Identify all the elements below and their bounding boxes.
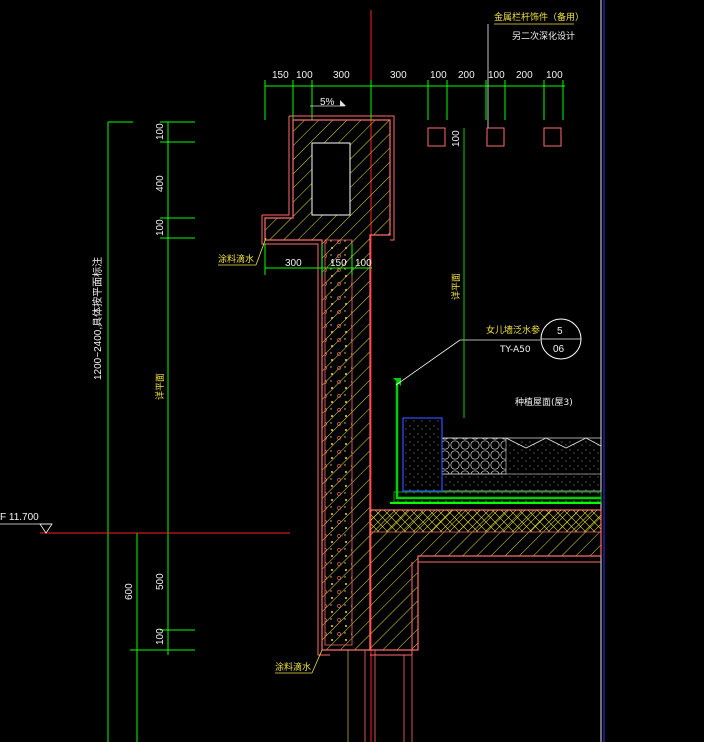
drainage-box <box>402 417 443 492</box>
drip-note-top: 涂料滴水 <box>218 237 267 266</box>
metal-rail-note: 金属栏杆饰件（备用） 另二次深化设计 <box>487 11 584 128</box>
waterproof-label: 女儿墙泛水参 <box>486 324 540 336</box>
top-dim-label: 200 <box>516 70 533 81</box>
detail-number: 5 <box>557 326 563 337</box>
top-dim-label: 300 <box>390 70 407 81</box>
left-dim-label: 100 <box>155 123 166 140</box>
gutter-dim-label: 150 <box>330 258 347 269</box>
top-dim-label: 300 <box>333 70 350 81</box>
top-dim-label: 100 <box>546 70 563 81</box>
left-dim-label: 400 <box>155 175 166 192</box>
top-dim-label: 100 <box>430 70 447 81</box>
gutter-dimension-chain: 300 150 100 <box>264 244 372 275</box>
planted-roof-layers <box>390 378 602 504</box>
drip-note-bottom: 涂料滴水 <box>275 649 323 674</box>
gutter-dim-label: 300 <box>285 258 302 269</box>
border-lines <box>600 0 605 742</box>
metal-rail-sub-label: 另二次深化设计 <box>512 30 575 42</box>
left-dimension-chain: 100 400 100 500 100 600 1200~2400,具体按平面标… <box>91 121 195 742</box>
top-dim-label: 150 <box>272 70 289 81</box>
detail-sheet: 06 <box>553 344 565 355</box>
lower-dim-label: 600 <box>124 583 135 600</box>
wall-note-right: 详平面 <box>450 273 462 300</box>
waterproof-callout: 女儿墙泛水参 TY-A50 5 06 <box>395 318 582 386</box>
parapet-coping <box>261 115 395 656</box>
gutter-dim-label: 100 <box>355 258 372 269</box>
left-dim-label: 500 <box>155 573 166 590</box>
drip-label-bottom: 涂料滴水 <box>275 661 311 673</box>
wall-note-left: 详平面 <box>154 373 166 400</box>
top-dimension-chain: 150 100 300 300 100 200 100 200 100 <box>264 70 565 120</box>
metal-rail-label: 金属栏杆饰件（备用） <box>494 11 584 23</box>
drip-label-top: 涂料滴水 <box>218 253 254 265</box>
roof-slab <box>347 509 602 742</box>
elevation-marker: F 11.700 <box>0 512 290 534</box>
roof-label: 种植屋面(屋3) <box>515 396 573 408</box>
slope-label: 5% <box>320 97 335 108</box>
rail-posts <box>427 127 562 147</box>
top-dim-label: 200 <box>458 70 475 81</box>
height-note: 1200~2400,具体按平面标注 <box>91 257 104 380</box>
left-dim-label: 100 <box>155 628 166 645</box>
left-dim-label: 100 <box>155 219 166 236</box>
top-dim-label: 100 <box>488 70 505 81</box>
elevation-label: F 11.700 <box>0 512 39 523</box>
waterproof-code: TY-A50 <box>499 345 531 355</box>
top-dim-label: 100 <box>296 70 313 81</box>
rail-dim-100: 100 <box>451 130 462 147</box>
